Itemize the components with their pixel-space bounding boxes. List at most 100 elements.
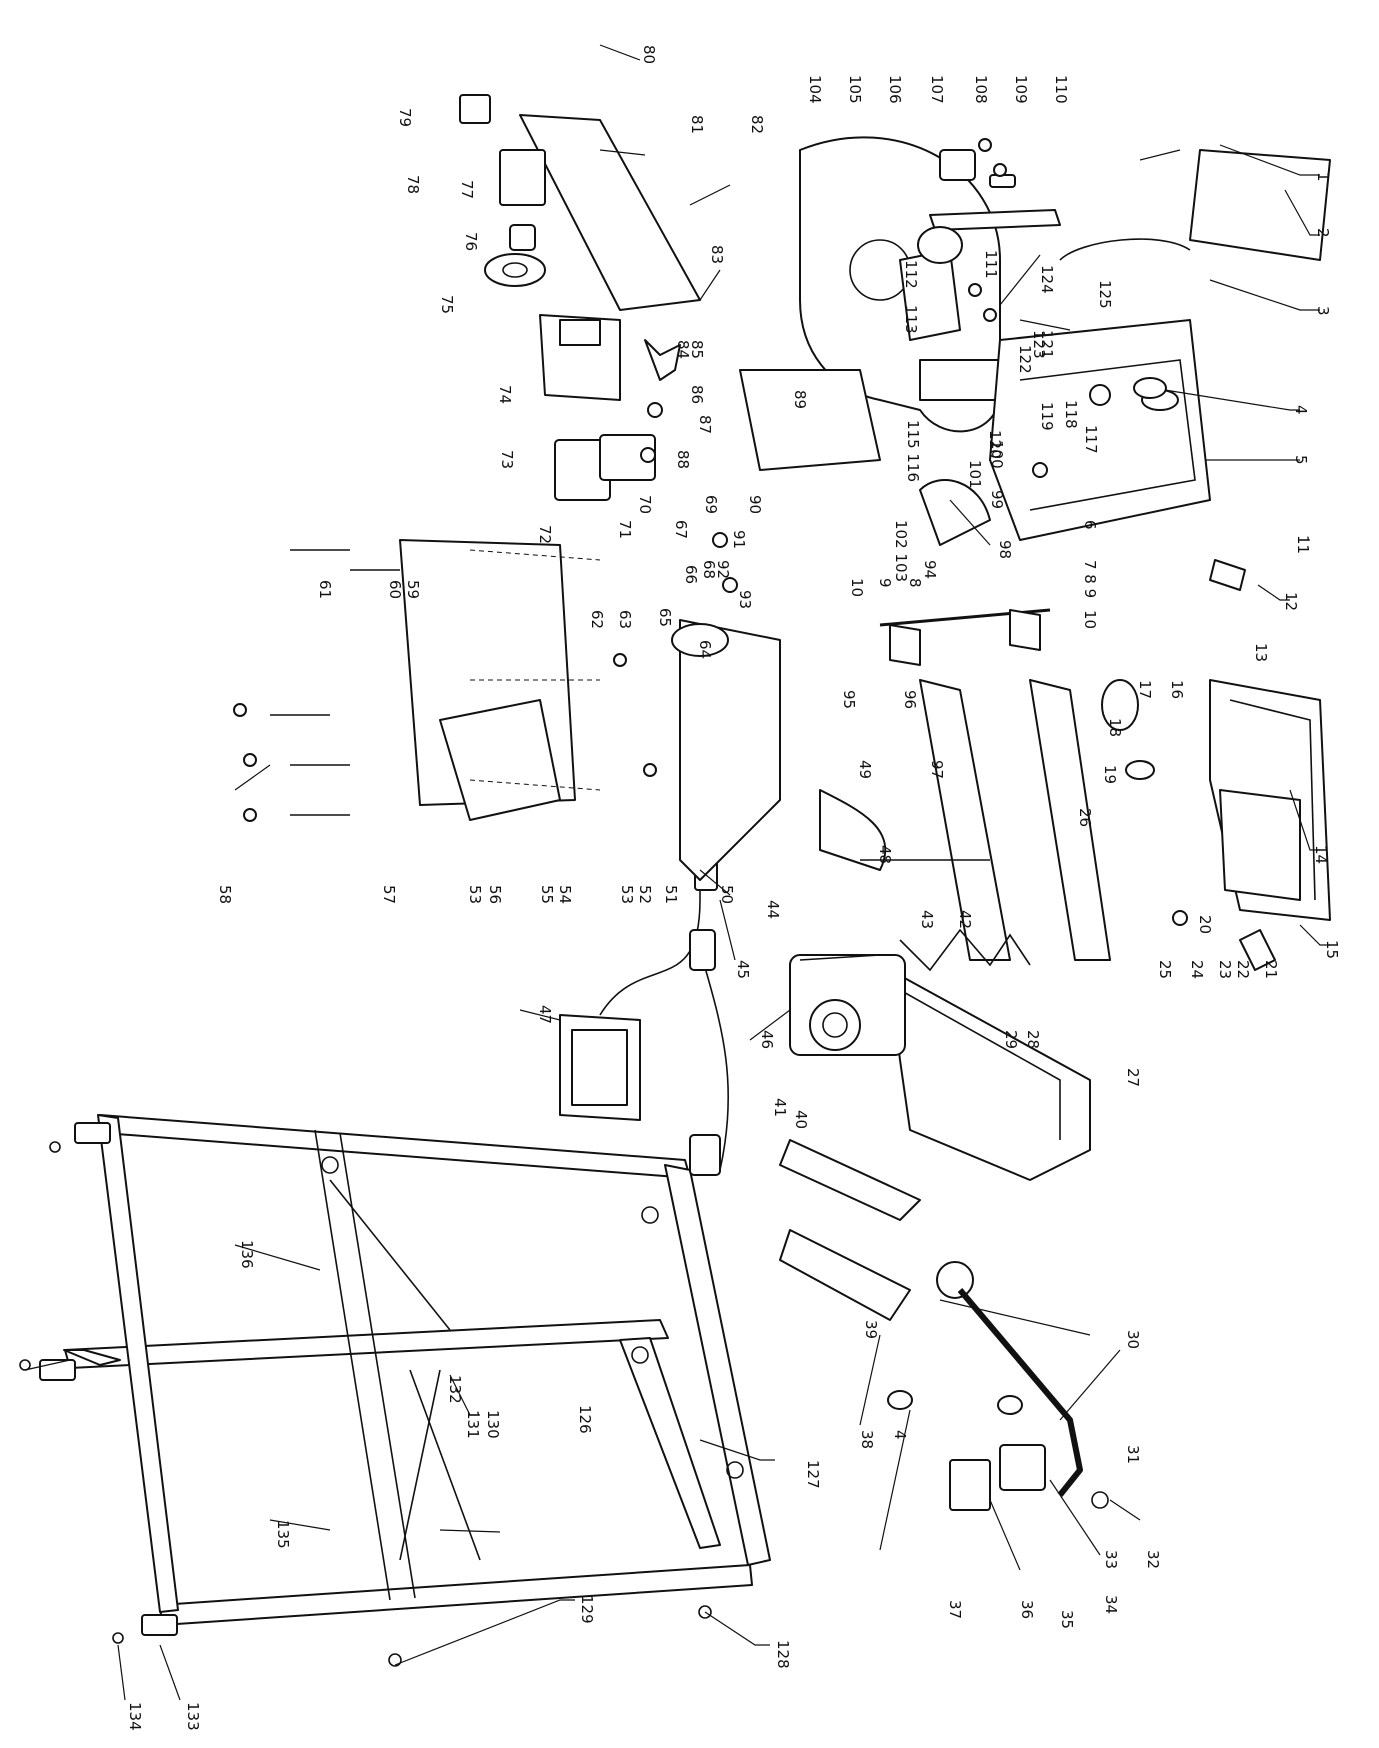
callout-46: 46: [758, 1030, 776, 1049]
callout-131: 131: [464, 1410, 482, 1439]
callout-134: 134: [126, 1702, 144, 1731]
callout-69: 69: [702, 495, 720, 514]
callout-81: 81: [688, 115, 706, 134]
callout-74: 74: [496, 385, 514, 404]
callout-34: 34: [1102, 1595, 1120, 1614]
callout-93: 93: [736, 590, 754, 609]
callout-15: 15: [1323, 940, 1341, 959]
callout-136: 136: [238, 1240, 256, 1269]
base-and-motor: [559, 844, 1109, 1511]
callout-54: 54: [556, 885, 574, 904]
leader-lines: [24, 44, 1330, 1701]
callout-2: 2: [1314, 228, 1332, 238]
callout-19: 19: [1101, 765, 1119, 784]
callout-79: 79: [396, 108, 414, 127]
callout-96: 96: [901, 690, 919, 709]
callout-28: 28: [1024, 1030, 1042, 1049]
callout-53b: 53: [466, 885, 484, 904]
callout-32: 32: [1144, 1550, 1162, 1569]
callout-26: 26: [1076, 808, 1094, 827]
callout-107: 107: [928, 75, 946, 104]
callout-60: 60: [386, 580, 404, 599]
callout-56: 56: [486, 885, 504, 904]
callout-118: 118: [1062, 400, 1080, 429]
callout-84: 84: [674, 340, 692, 359]
callout-12: 12: [1282, 592, 1300, 611]
callout-86: 86: [688, 385, 706, 404]
callout-31: 31: [1124, 1445, 1142, 1464]
callout-52: 52: [636, 885, 654, 904]
callout-1: 1: [1314, 172, 1332, 182]
callout-100: 100: [988, 440, 1006, 469]
callout-24: 24: [1188, 960, 1206, 979]
callout-22: 22: [1234, 960, 1252, 979]
callout-13: 13: [1252, 643, 1270, 662]
callout-76: 76: [462, 232, 480, 251]
callout-33: 33: [1102, 1550, 1120, 1569]
callout-127: 127: [804, 1460, 822, 1489]
callout-92: 92: [714, 560, 732, 579]
callout-117: 117: [1082, 425, 1100, 454]
callout-87: 87: [696, 415, 714, 434]
callout-10: 10: [1081, 610, 1099, 629]
callout-70: 70: [636, 495, 654, 514]
callout-48: 48: [876, 845, 894, 864]
callout-57: 57: [380, 885, 398, 904]
callout-17: 17: [1136, 680, 1154, 699]
callout-83: 83: [708, 245, 726, 264]
callout-101: 101: [966, 460, 984, 489]
callout-71: 71: [616, 520, 634, 539]
callout-111: 111: [982, 250, 1000, 279]
callout-21: 21: [1262, 960, 1280, 979]
callout-106: 106: [886, 75, 904, 104]
callout-47: 47: [536, 1005, 554, 1024]
callout-63: 63: [616, 610, 634, 629]
switch-panel: [459, 94, 738, 593]
callout-3: 3: [1314, 306, 1332, 316]
callout-50: 50: [718, 885, 736, 904]
callout-5: 5: [1292, 455, 1310, 465]
callout-119: 119: [1038, 402, 1056, 431]
callout-4b: 4: [891, 1430, 909, 1440]
callout-58: 58: [216, 885, 234, 904]
callout-109: 109: [1012, 75, 1030, 104]
callout-98: 98: [996, 540, 1014, 559]
callout-91: 91: [730, 530, 748, 549]
callout-68: 68: [700, 560, 718, 579]
callout-108: 108: [972, 75, 990, 104]
callout-72: 72: [536, 525, 554, 544]
callout-105: 105: [846, 75, 864, 104]
callout-59: 59: [404, 580, 422, 599]
callout-80: 80: [640, 45, 658, 64]
callout-121: 121: [1038, 330, 1056, 359]
callout-42: 42: [956, 910, 974, 929]
stand-frame: [19, 1114, 771, 1667]
callout-126: 126: [576, 1405, 594, 1434]
callout-115-116: 115 116: [904, 420, 922, 482]
callout-61: 61: [316, 580, 334, 599]
callout-124: 124: [1038, 265, 1056, 294]
callout-88: 88: [674, 450, 692, 469]
callout-8: 8: [906, 578, 924, 588]
callout-29: 29: [1002, 1030, 1020, 1049]
callout-9: 9: [876, 578, 894, 588]
callout-66: 66: [682, 565, 700, 584]
callout-67: 67: [672, 520, 690, 539]
callout-65: 65: [656, 608, 674, 627]
callout-25: 25: [1156, 960, 1174, 979]
callout-95: 95: [840, 690, 858, 709]
callout-77: 77: [458, 180, 476, 199]
callout-36: 36: [1018, 1600, 1036, 1619]
callout-120: 120: [986, 430, 1004, 459]
callout-37: 37: [946, 1600, 964, 1619]
callout-45: 45: [734, 960, 752, 979]
callout-7-8-9: 7 8 9: [1081, 560, 1099, 598]
callout-62: 62: [588, 610, 606, 629]
callout-30: 30: [1124, 1330, 1142, 1349]
callout-53: 53: [618, 885, 636, 904]
callout-128: 128: [774, 1640, 792, 1669]
callout-113: 113: [902, 305, 920, 334]
callout-99: 99: [988, 490, 1006, 509]
callout-94: 94: [921, 560, 939, 579]
callout-122: 122: [1016, 345, 1034, 374]
